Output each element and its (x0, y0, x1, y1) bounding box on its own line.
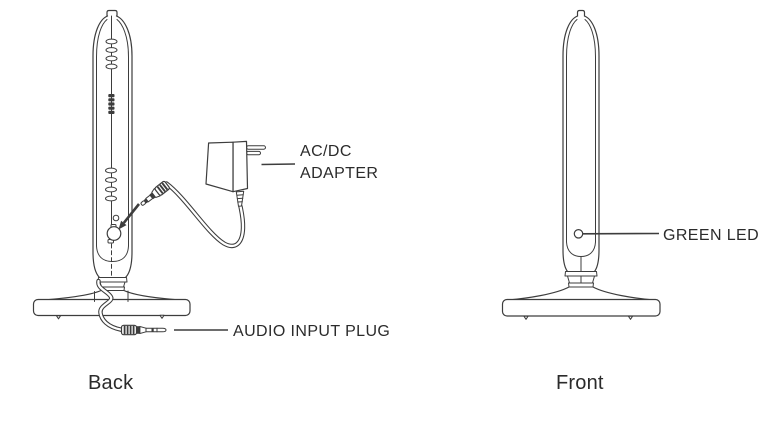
tower-top-nub (576, 9, 586, 17)
adapter-side-face (232, 140, 249, 193)
base-foot (56, 315, 61, 320)
ac-dc-adapter-label-line2: ADAPTER (300, 165, 379, 182)
front-base-plinth (501, 298, 661, 317)
ac-dc-adapter-label: AC/DC ADAPTER (300, 141, 378, 185)
ac-dc-adapter-label-line1: AC/DC (300, 143, 352, 160)
back-view-caption: Back (88, 372, 134, 394)
green-led-circle (573, 229, 584, 239)
vent-slots-lower (105, 167, 117, 202)
switch-block (108, 94, 115, 114)
power-jack (106, 224, 122, 244)
audio-plug-icon (120, 324, 228, 336)
front-tower-outline (562, 9, 600, 288)
ac-adapter-drawing (205, 140, 296, 207)
front-device-drawing (501, 9, 661, 320)
audio-input-plug-label: AUDIO INPUT PLUG (233, 323, 391, 340)
base-foot (159, 314, 165, 319)
front-view-caption: Front (556, 372, 604, 394)
base-foot (523, 315, 529, 320)
cable-notch (94, 290, 129, 302)
green-led-label: GREEN LED (663, 227, 760, 244)
arrow-icon (118, 203, 141, 230)
back-base-drawing (32, 277, 191, 320)
back-device-drawing (32, 9, 296, 336)
tower-top-nub (106, 9, 118, 17)
adapter-cable (164, 181, 246, 249)
power-prongs (246, 145, 266, 156)
audio-cable (96, 278, 124, 332)
vent-slots-upper (105, 38, 118, 70)
small-hole (112, 214, 120, 222)
base-foot (628, 315, 633, 320)
adapter-leader-line (261, 163, 296, 166)
adapter-front-face (205, 141, 234, 193)
front-base-drawing (501, 271, 661, 320)
adapter-strain-relief (235, 190, 245, 207)
dc-plug-icon (140, 180, 170, 206)
